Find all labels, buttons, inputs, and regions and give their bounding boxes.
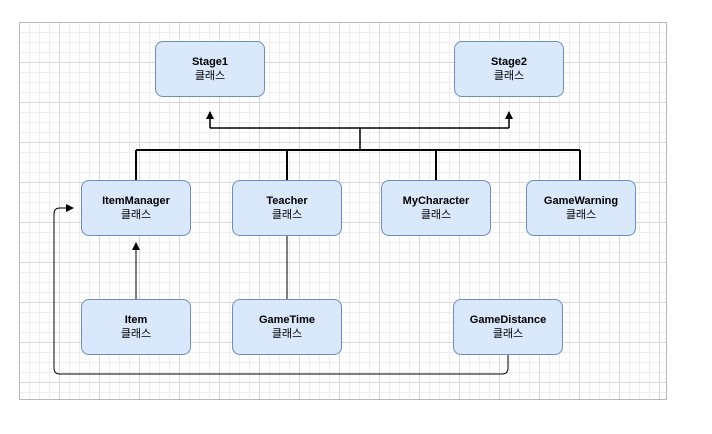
node-item[interactable]: Item 클래스 — [81, 299, 191, 355]
node-title: Item — [124, 314, 148, 326]
node-title: MyCharacter — [402, 195, 470, 207]
node-stage1[interactable]: Stage1 클래스 — [155, 41, 265, 97]
node-title: ItemManager — [102, 195, 170, 207]
node-title: GameTime — [258, 314, 316, 326]
node-title: GameDistance — [469, 314, 547, 326]
node-subtitle: 클래스 — [493, 69, 525, 82]
node-subtitle: 클래스 — [120, 327, 152, 340]
node-gametime[interactable]: GameTime 클래스 — [232, 299, 342, 355]
node-subtitle: 클래스 — [271, 327, 303, 340]
node-stage2[interactable]: Stage2 클래스 — [454, 41, 564, 97]
node-gamedistance[interactable]: GameDistance 클래스 — [453, 299, 563, 355]
node-itemmanager[interactable]: ItemManager 클래스 — [81, 180, 191, 236]
node-subtitle: 클래스 — [120, 208, 152, 221]
node-teacher[interactable]: Teacher 클래스 — [232, 180, 342, 236]
node-title: Stage1 — [191, 56, 229, 68]
node-subtitle: 클래스 — [565, 208, 597, 221]
node-subtitle: 클래스 — [271, 208, 303, 221]
node-title: Teacher — [266, 195, 308, 207]
node-subtitle: 클래스 — [194, 69, 226, 82]
node-mycharacter[interactable]: MyCharacter 클래스 — [381, 180, 491, 236]
node-title: Stage2 — [490, 56, 528, 68]
node-subtitle: 클래스 — [492, 327, 524, 340]
node-title: GameWarning — [543, 195, 619, 207]
node-gamewarning[interactable]: GameWarning 클래스 — [526, 180, 636, 236]
node-subtitle: 클래스 — [420, 208, 452, 221]
